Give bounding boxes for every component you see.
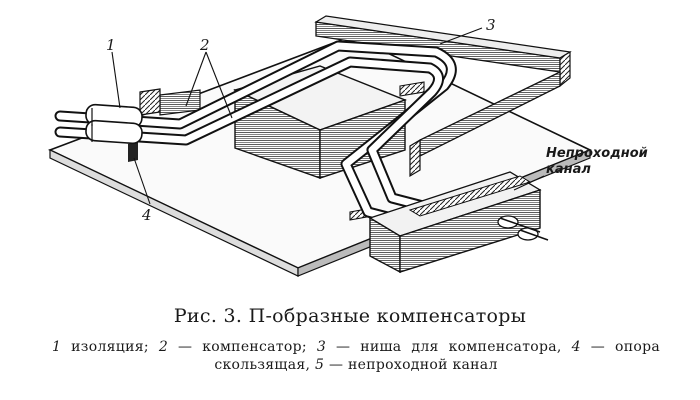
non-passable-channel xyxy=(368,171,549,274)
compensator-diagram xyxy=(47,15,592,277)
legend-num-4: 4 xyxy=(571,339,581,355)
legend-text-5: — непроходной канал xyxy=(324,357,498,373)
callout-2-label: 2 xyxy=(200,36,210,54)
callout-1-label: 1 xyxy=(106,36,116,54)
callout-3-label: 3 xyxy=(486,16,496,34)
legend-num-5: 5 xyxy=(315,357,325,373)
figure-caption-title: Рис. 3. П-образные компенсаторы xyxy=(173,305,527,327)
legend-num-1: 1 xyxy=(52,339,62,355)
legend-text-1: изоляция; xyxy=(61,339,159,355)
channel-label: Непроходной канал xyxy=(546,146,648,177)
callout-leaders xyxy=(111,27,545,205)
figure-legend: 1 изоляция; 2 — компенсатор; 3 — ниша дл… xyxy=(52,338,660,374)
pipe-insulation xyxy=(85,103,143,145)
u-compensator-pipes xyxy=(54,40,506,244)
legend-text-3: — ниша для компенсатора, xyxy=(326,339,572,355)
legend-text-4: — опора скользящая, xyxy=(214,339,660,373)
legend-text-2: — компенсатор; xyxy=(168,339,317,355)
legend-num-2: 2 xyxy=(158,339,169,355)
legend-num-3: 3 xyxy=(316,339,327,355)
callout-4-label: 4 xyxy=(142,206,152,224)
